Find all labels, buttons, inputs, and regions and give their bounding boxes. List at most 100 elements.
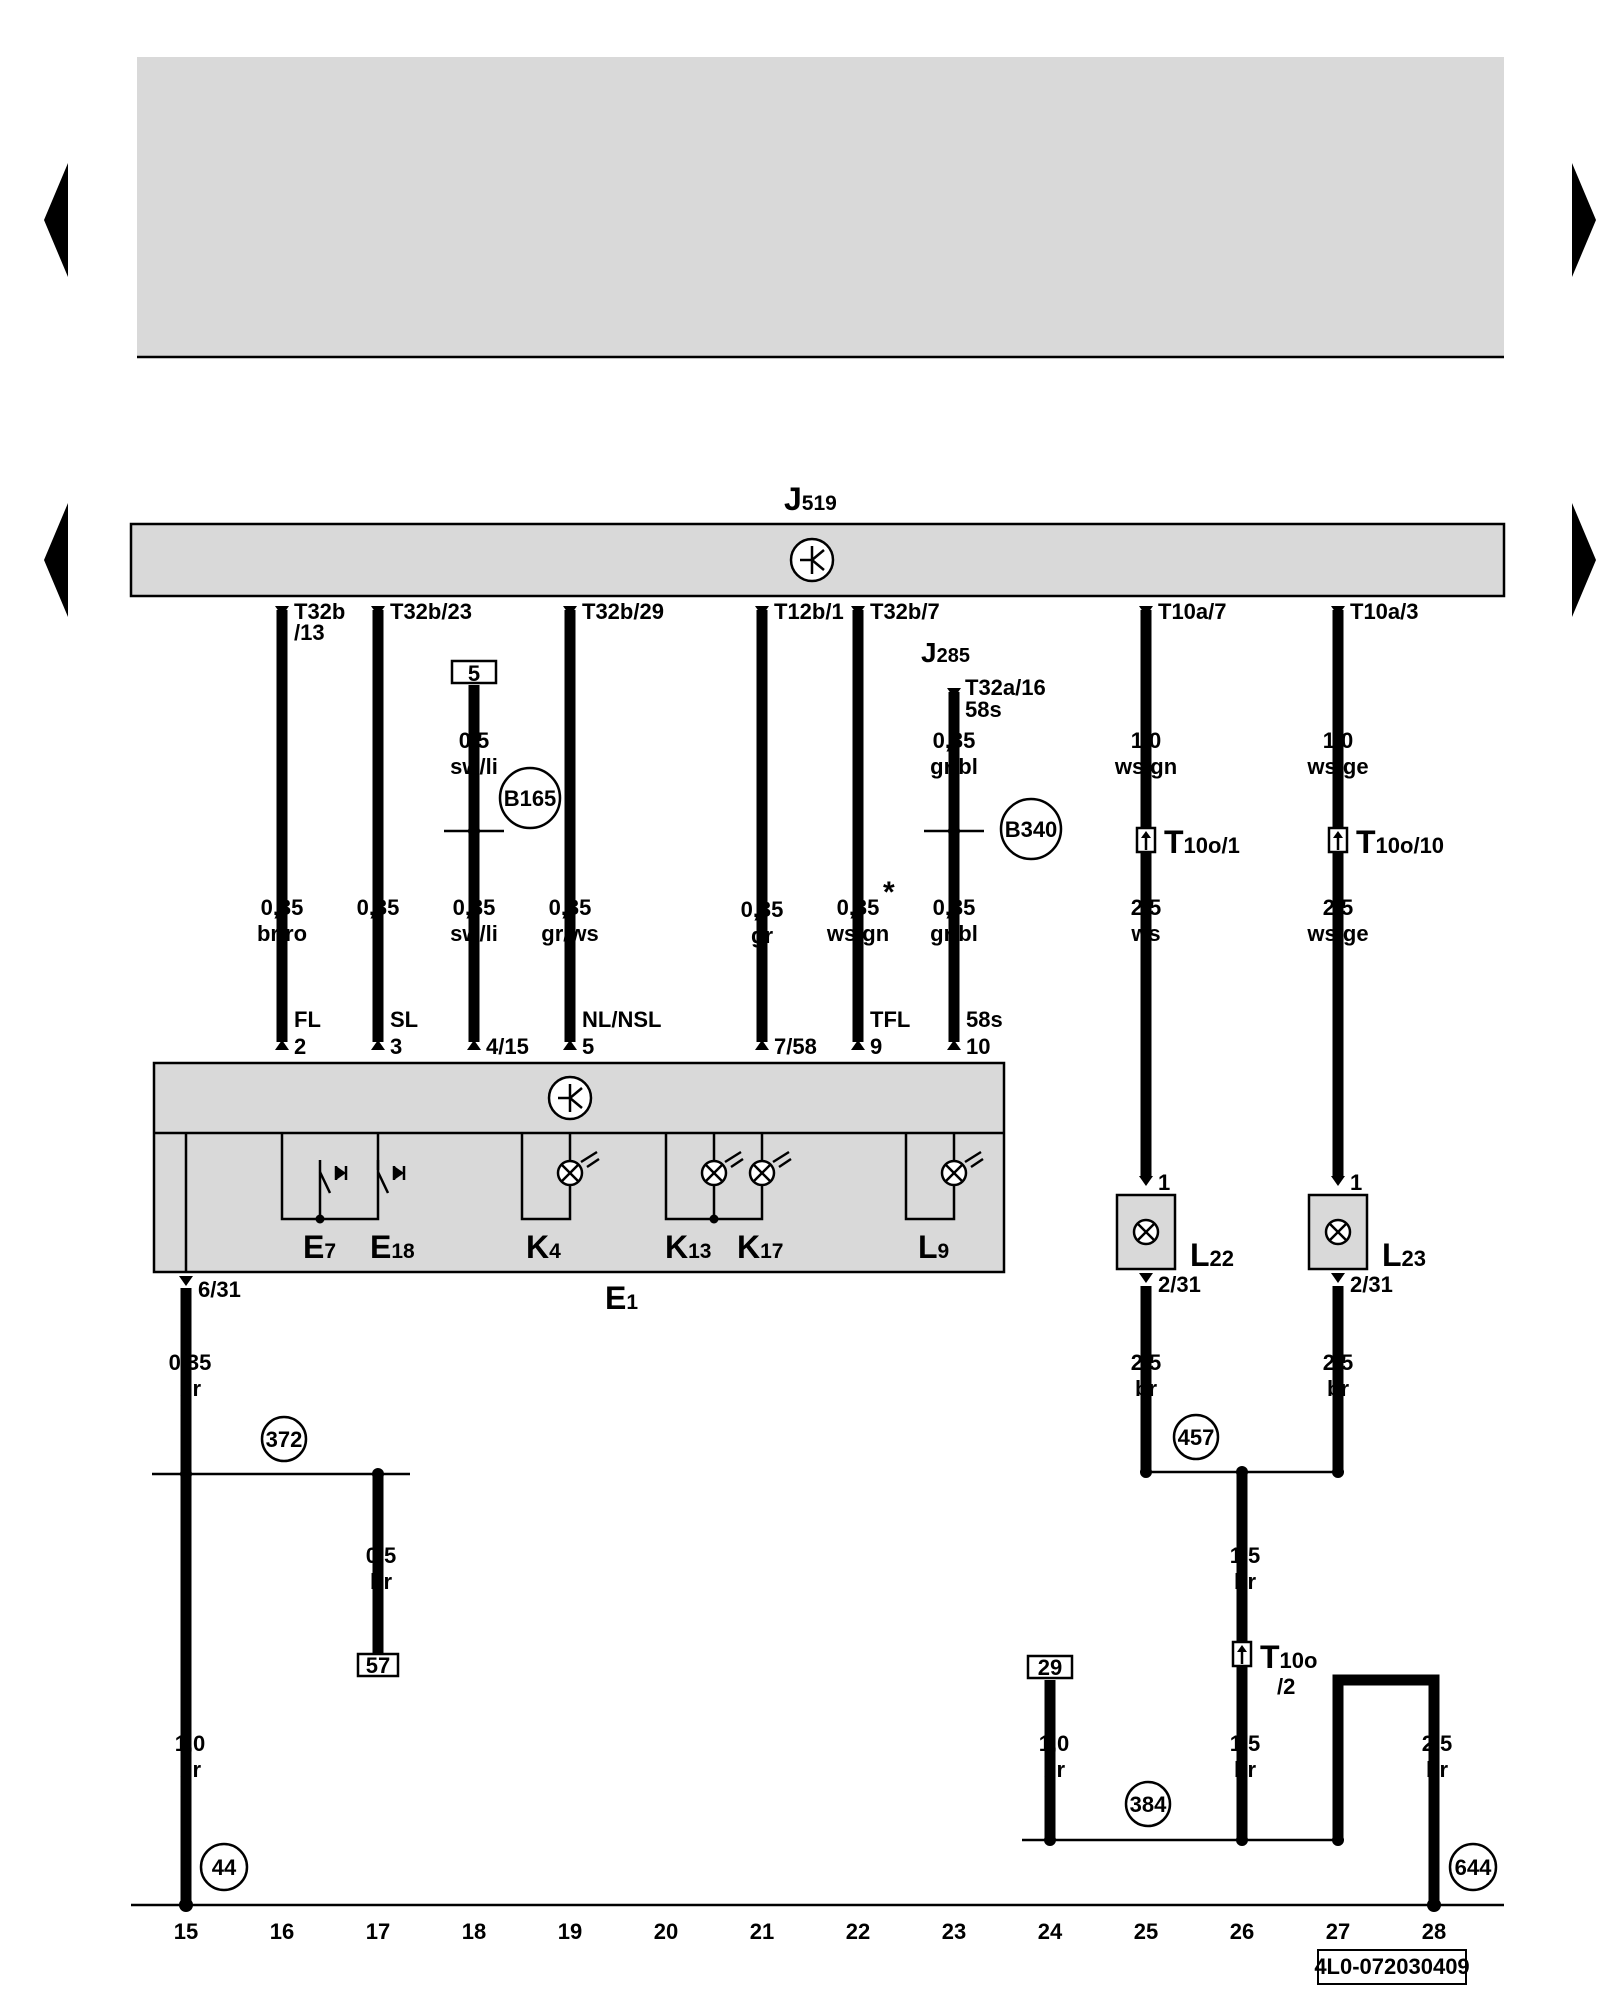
wire-05-swli-color: sw/li [450, 754, 498, 779]
wire-10-wsge: 1,0 [1323, 728, 1354, 753]
pin-58s-j285: 58s [965, 697, 1002, 722]
k4-indicator-lamp-icon [520, 1133, 600, 1221]
pin-7-58: 7/58 [774, 1034, 817, 1059]
wire-035-brro-color: br/ro [257, 921, 307, 946]
wire-10-wsgn: 1,0 [1131, 728, 1162, 753]
connector-t10o-1-label: T10o/1 [1164, 824, 1240, 860]
wire-15-br-upper: 1,5 [1230, 1543, 1261, 1568]
wire-035-grws-color: gr/ws [541, 921, 598, 946]
wire-035-wsgn-color: ws/gn [826, 921, 889, 946]
wire-10-wsge-color: ws/ge [1306, 754, 1368, 779]
wire-05-br: 0,5 [366, 1543, 397, 1568]
wire-035-grbl-bot: 0,35 [933, 895, 976, 920]
wire-25-br-l23-color: br [1327, 1376, 1349, 1401]
wire-035-li: 0,35 [357, 895, 400, 920]
track-21: 21 [750, 1919, 774, 1944]
ground-384-circle [1124, 1780, 1172, 1828]
e1-label: E1 [605, 1280, 638, 1316]
pin-2: 2 [294, 1034, 306, 1059]
j519-label: J519 [784, 481, 837, 517]
pin-3: 3 [390, 1034, 402, 1059]
wire-10-wsgn-color: ws/gn [1114, 754, 1177, 779]
l23-bulb-icon [1324, 1218, 1352, 1246]
pin-9: 9 [870, 1034, 882, 1059]
j285-label: J285 [921, 637, 970, 668]
connector-t10o-10-icon [1327, 826, 1349, 854]
l9-illumination-lamp-icon [904, 1133, 984, 1221]
electronic-symbol-icon [789, 537, 835, 583]
wire-asterisk: * [883, 876, 895, 909]
wire-25-br-28-color: br [1426, 1757, 1448, 1782]
ground-384-dot-26 [1236, 1834, 1248, 1846]
ground-644-circle [1448, 1842, 1498, 1892]
header-panel [137, 57, 1504, 357]
l22-pin1-arrow [1139, 1176, 1153, 1186]
l22-pin-1: 1 [1158, 1170, 1170, 1195]
l22-label: L22 [1190, 1237, 1234, 1273]
wire-035-grbl-bot-color: gr/bl [930, 921, 978, 946]
pin-4-15: 4/15 [486, 1034, 529, 1059]
prev-page-upper-icon[interactable] [44, 163, 68, 277]
track-23: 23 [942, 1919, 966, 1944]
pin-fl: FL [294, 1007, 321, 1032]
l22-bulb-icon [1132, 1218, 1160, 1246]
pin-5: 5 [582, 1034, 594, 1059]
k4-label: K4 [526, 1229, 561, 1265]
wire-25-ws: 2,5 [1131, 895, 1162, 920]
wire-25-br-l22-color: br [1135, 1376, 1157, 1401]
wire-035-brro: 0,35 [261, 895, 304, 920]
l23-pin2-arrow [1331, 1273, 1345, 1283]
pin-13: /13 [294, 620, 325, 645]
track-19: 19 [558, 1919, 582, 1944]
next-page-lower-icon[interactable] [1572, 503, 1596, 617]
wire-25-br-l23: 2,5 [1323, 1350, 1354, 1375]
ground-44-circle [199, 1842, 249, 1892]
pin-sl: SL [390, 1007, 418, 1032]
wire-25-wsge-color: ws/ge [1306, 921, 1368, 946]
ground-rail-dot-28 [1427, 1898, 1441, 1912]
wire-035-wsgn: 0,35 [837, 895, 880, 920]
wire-10-br-24-color: br [1043, 1757, 1065, 1782]
l23-pin1-arrow [1331, 1176, 1345, 1186]
l22-pin2-arrow [1139, 1273, 1153, 1283]
connector-t10o-2-label: T10o [1260, 1639, 1317, 1675]
l23-label: L23 [1382, 1237, 1426, 1273]
connector-t10o-1-icon [1135, 826, 1157, 854]
pin-58s: 58s [966, 1007, 1003, 1032]
b340-splice-dot [948, 825, 960, 837]
track-28: 28 [1422, 1919, 1446, 1944]
pin-t32b: T32b [294, 599, 345, 624]
pin-nl-nsl: NL/NSL [582, 1007, 661, 1032]
e7-label: E7 [303, 1229, 336, 1265]
l23-pin-2-31: 2/31 [1350, 1272, 1393, 1297]
wire-035-li-color: li [372, 921, 384, 946]
pin-t32b-29: T32b/29 [582, 599, 664, 624]
ref-box-57-label: 57 [366, 1653, 390, 1678]
ref-box-29 [1026, 1654, 1074, 1680]
wire-05-swli: 0,5 [459, 728, 490, 753]
wire-10-br-15: 1,0 [175, 1731, 206, 1756]
pin-10: 10 [966, 1034, 990, 1059]
ground-rail-dot-15 [179, 1898, 193, 1912]
wire-15-br-lower: 1,5 [1230, 1731, 1261, 1756]
wire-035-br-color: br [179, 1376, 201, 1401]
ground-457-circle [1172, 1413, 1220, 1461]
wire-035-grws: 0,35 [549, 895, 592, 920]
drawing-id: 4L0-072030409 [1314, 1954, 1469, 1979]
k17-label: K17 [737, 1229, 783, 1265]
ground-384-dot-24 [1044, 1834, 1056, 1846]
ground-644-label: 644 [1455, 1855, 1492, 1880]
track-20: 20 [654, 1919, 678, 1944]
wire-15-br-upper-color: br [1234, 1569, 1256, 1594]
wire-035-gr-color: gr [751, 923, 773, 948]
next-page-upper-icon[interactable] [1572, 163, 1596, 277]
e18-label: E18 [370, 1229, 415, 1265]
pin-t10a-7: T10a/7 [1158, 599, 1227, 624]
wire-035-gr: 0,35 [741, 897, 784, 922]
pin-t32b-23: T32b/23 [390, 599, 472, 624]
connector-t10o-2-icon [1231, 1640, 1253, 1668]
l23-pin-1: 1 [1350, 1170, 1362, 1195]
wire-035-grbl-top-color: gr/bl [930, 754, 978, 779]
pin-6-31: 6/31 [198, 1277, 241, 1302]
prev-page-lower-icon[interactable] [44, 503, 68, 617]
